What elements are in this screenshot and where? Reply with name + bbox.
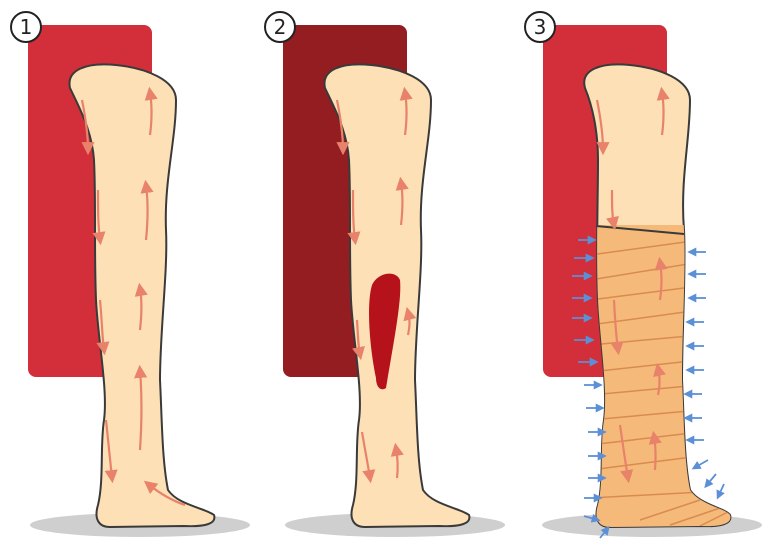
compression-arrow-icon [694, 460, 708, 468]
circled-number-icon: 3 [525, 12, 555, 42]
panel-2: 2 [265, 12, 505, 537]
compression-arrow-icon [718, 484, 724, 497]
panel-1: 1 [11, 12, 250, 537]
panel-2-number: 2 [274, 15, 287, 39]
compression-bandage [580, 225, 750, 535]
flow-arrow-icon [408, 312, 410, 335]
panel-1-number: 1 [20, 15, 33, 39]
panel-3: 3 [525, 12, 762, 538]
circled-number-icon: 1 [11, 12, 41, 42]
compression-arrows-right [686, 252, 724, 497]
compression-arrow-icon [706, 474, 716, 486]
circled-number-icon: 2 [265, 12, 295, 42]
panel-3-number: 3 [534, 15, 547, 39]
